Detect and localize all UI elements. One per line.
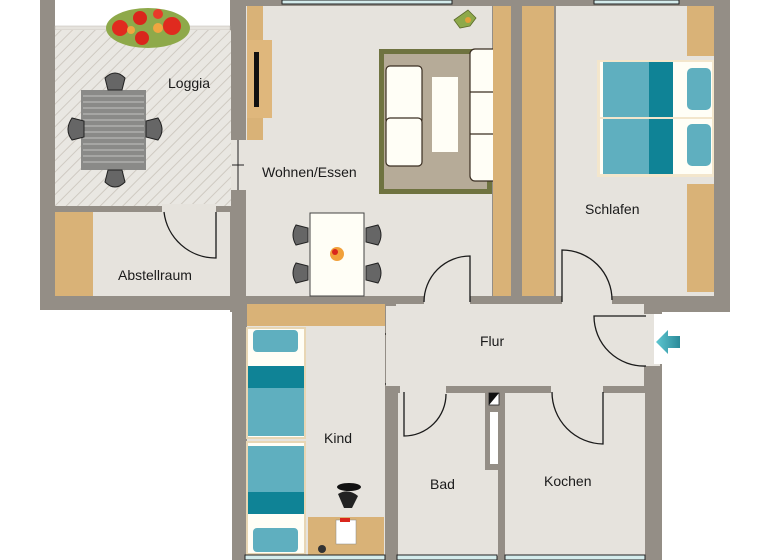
room-label-kind: Kind: [324, 430, 352, 446]
service-shaft: [485, 390, 505, 470]
room-kind: Kind: [246, 304, 385, 556]
room-abstellraum: Abstellraum: [55, 204, 230, 296]
room-label-abstellraum: Abstellraum: [118, 267, 192, 283]
entrance-arrow-icon: [656, 330, 680, 354]
coffee-table: [432, 77, 458, 152]
room-schlafen: Schlafen: [556, 0, 714, 296]
room-label-flur: Flur: [480, 333, 504, 349]
door-abstellraum: [163, 211, 217, 259]
nightstand: [687, 6, 714, 56]
room-label-bad: Bad: [430, 476, 455, 492]
wardrobe: [687, 184, 714, 292]
plant-icon: [453, 9, 477, 29]
door-schlafen: [561, 249, 613, 302]
window: [504, 554, 646, 560]
dining-table-icon: [309, 212, 365, 297]
flower-planter-icon: [106, 8, 190, 48]
window: [244, 554, 386, 560]
room-label-schlafen: Schlafen: [585, 201, 639, 217]
tv-icon: [254, 52, 259, 107]
room-bad: Bad: [396, 386, 498, 560]
window: [593, 0, 680, 5]
room-label-loggia: Loggia: [168, 75, 210, 91]
door-wohnen: [423, 255, 471, 303]
patio-table-icon: [81, 90, 146, 170]
shelf: [247, 304, 385, 326]
desk-chair-icon: [337, 483, 361, 508]
chair-icon: [292, 224, 382, 284]
desk-icon: [308, 517, 384, 555]
door-kochen: [551, 391, 604, 445]
room-kochen: Kochen: [504, 386, 646, 560]
double-bed-icon: [597, 60, 714, 177]
room-wohnen: Wohnen/Essen: [231, 0, 506, 297]
window: [281, 0, 453, 5]
shelf: [55, 212, 93, 296]
room-label-kochen: Kochen: [544, 473, 591, 489]
chair-icon: [67, 72, 163, 188]
door-entrance: [593, 315, 647, 367]
door-bad: [403, 392, 447, 437]
room-loggia: Loggia: [54, 0, 231, 206]
window: [396, 554, 498, 560]
room-label-wohnen: Wohnen/Essen: [262, 164, 357, 180]
wardrobe: [493, 6, 554, 296]
bunk-bed-icon: [246, 327, 306, 555]
